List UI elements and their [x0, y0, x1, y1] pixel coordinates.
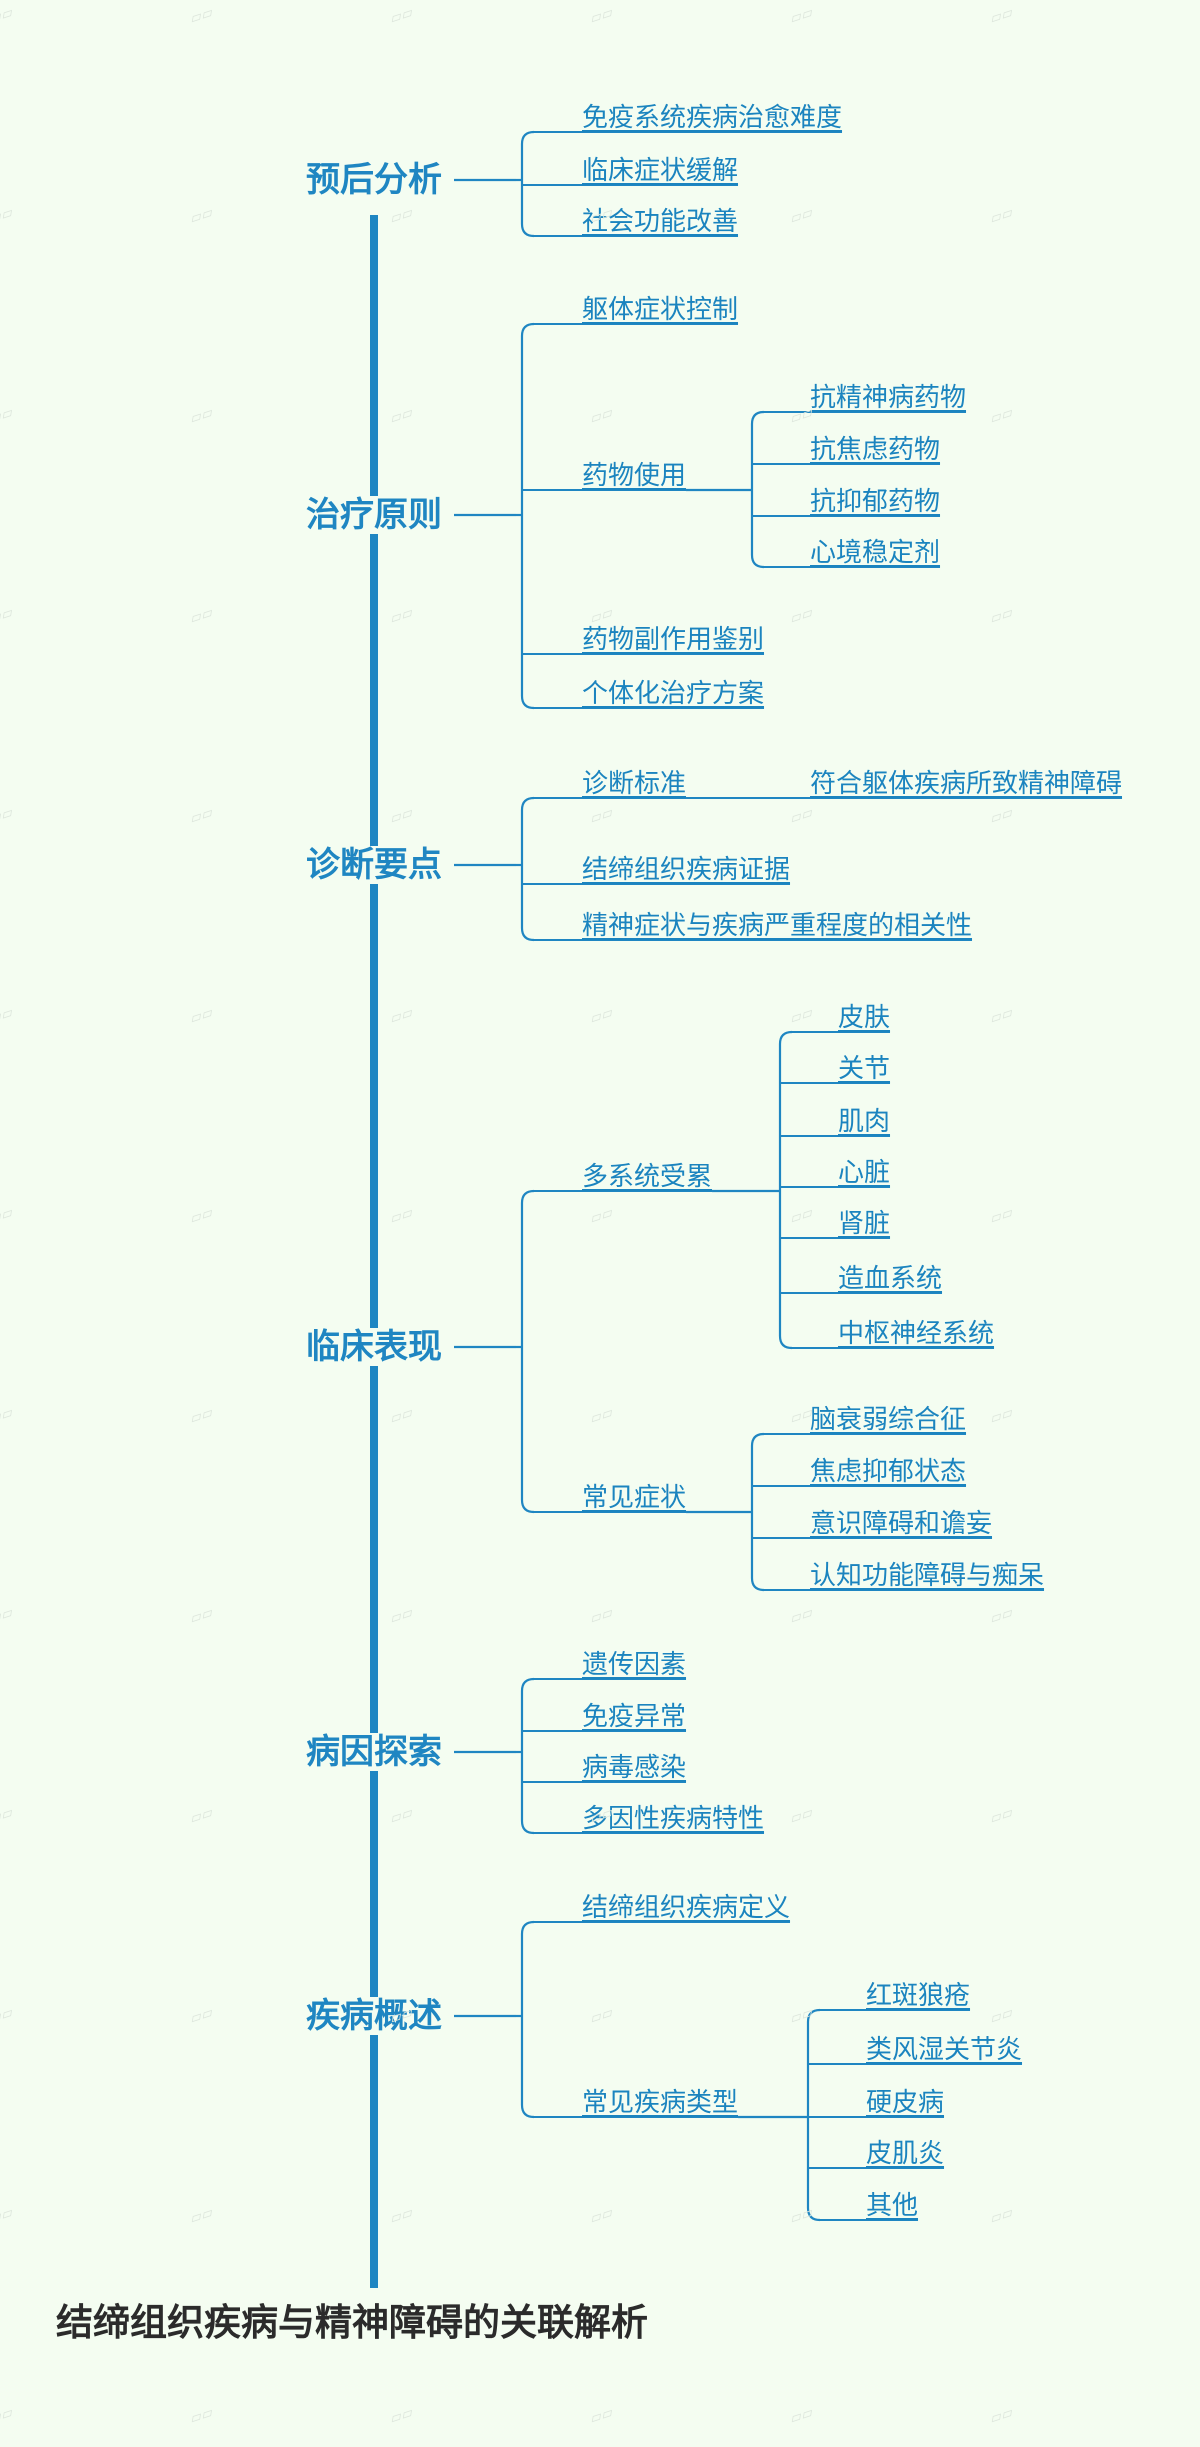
node-anxiety-depression[interactable]: 焦虑抑郁状态: [810, 1457, 967, 1487]
node-dermatomyositis[interactable]: 皮肌炎: [866, 2139, 945, 2169]
node-antidepressants[interactable]: 抗抑郁药物: [810, 487, 941, 517]
branch-clinical[interactable]: 临床表现: [302, 1328, 446, 1366]
node-ctd-evidence[interactable]: 结缔组织疾病证据: [582, 855, 791, 885]
bracket-2-lower: [520, 865, 535, 942]
bracket-1-upper: [520, 322, 535, 515]
node-neurasthenia[interactable]: 脑衰弱综合征: [810, 1405, 967, 1435]
bracket-2-upper: [520, 796, 535, 865]
node-antipsychotics[interactable]: 抗精神病药物: [810, 383, 967, 413]
node-heart[interactable]: 心脏: [838, 1158, 891, 1188]
node-muscle[interactable]: 肌肉: [838, 1107, 891, 1137]
node-severity-correlation[interactable]: 精神症状与疾病严重程度的相关性: [582, 911, 973, 941]
node-individualized-plan[interactable]: 个体化治疗方案: [582, 679, 765, 709]
node-drug-use[interactable]: 药物使用: [582, 461, 687, 491]
node-common-symptoms[interactable]: 常见症状: [582, 1483, 687, 1513]
node-side-effect-identification[interactable]: 药物副作用鉴别: [582, 625, 765, 655]
bracket-3-lower: [520, 1347, 535, 1514]
bracket-1-lower: [520, 515, 535, 710]
bracket-4-lower: [520, 1752, 535, 1835]
branch-prognosis[interactable]: 预后分析: [302, 161, 446, 199]
node-kidney[interactable]: 肾脏: [838, 1209, 891, 1239]
node-somatic-mental-disorder[interactable]: 符合躯体疾病所致精神障碍: [810, 769, 1123, 799]
node-diagnostic-criteria[interactable]: 诊断标准: [582, 769, 687, 799]
node-cns[interactable]: 中枢神经系统: [838, 1319, 995, 1349]
node-mood-stabilizers[interactable]: 心境稳定剂: [810, 538, 941, 568]
node-multisystem[interactable]: 多系统受累: [582, 1162, 713, 1192]
node-dementia[interactable]: 认知功能障碍与痴呆: [810, 1561, 1045, 1591]
node-ctd-definition[interactable]: 结缔组织疾病定义: [582, 1893, 791, 1923]
node-delirium[interactable]: 意识障碍和谵妄: [810, 1509, 993, 1539]
node-common-types[interactable]: 常见疾病类型: [582, 2088, 739, 2118]
bracket-0-lower: [520, 180, 535, 238]
sub-bracket-3-upper: [806, 2008, 821, 2117]
sub-bracket-1-upper: [778, 1030, 793, 1191]
sub-bracket-3-lower: [806, 2117, 821, 2222]
sub-bracket-0-lower: [750, 490, 765, 569]
bracket-0-upper: [520, 130, 535, 180]
node-symptom-relief[interactable]: 临床症状缓解: [582, 156, 739, 186]
bracket-4-upper: [520, 1677, 535, 1752]
node-immune-cure-difficulty[interactable]: 免疫系统疾病治愈难度: [582, 103, 843, 133]
node-genetic[interactable]: 遗传因素: [582, 1650, 687, 1680]
node-anxiolytics[interactable]: 抗焦虑药物: [810, 435, 941, 465]
diagram-title: 结缔组织疾病与精神障碍的关联解析: [56, 2301, 648, 2344]
node-immune-abnormal[interactable]: 免疫异常: [582, 1702, 687, 1732]
node-scleroderma[interactable]: 硬皮病: [866, 2088, 945, 2118]
node-multifactorial[interactable]: 多因性疾病特性: [582, 1804, 765, 1834]
branch-overview[interactable]: 疾病概述: [302, 1997, 446, 2035]
bracket-5-lower: [520, 2016, 535, 2119]
node-lupus[interactable]: 红斑狼疮: [866, 1981, 971, 2011]
node-skin[interactable]: 皮肤: [838, 1003, 891, 1033]
branch-treatment[interactable]: 治疗原则: [302, 496, 446, 534]
node-hematopoietic[interactable]: 造血系统: [838, 1264, 943, 1294]
node-somatic-control[interactable]: 躯体症状控制: [582, 295, 739, 325]
node-other[interactable]: 其他: [866, 2191, 919, 2221]
node-viral-infection[interactable]: 病毒感染: [582, 1753, 687, 1783]
node-rheumatoid-arthritis[interactable]: 类风湿关节炎: [866, 2035, 1023, 2065]
sub-bracket-1-lower: [778, 1191, 793, 1350]
branch-diagnosis[interactable]: 诊断要点: [302, 846, 446, 884]
bracket-5-upper: [520, 1920, 535, 2016]
node-joints[interactable]: 关节: [838, 1054, 891, 1084]
sub-bracket-0-upper: [750, 410, 765, 490]
sub-bracket-2-upper: [750, 1432, 765, 1512]
sub-bracket-2-lower: [750, 1512, 765, 1592]
branch-etiology[interactable]: 病因探索: [302, 1733, 446, 1771]
bracket-3-upper: [520, 1189, 535, 1347]
node-social-function[interactable]: 社会功能改善: [582, 207, 739, 237]
